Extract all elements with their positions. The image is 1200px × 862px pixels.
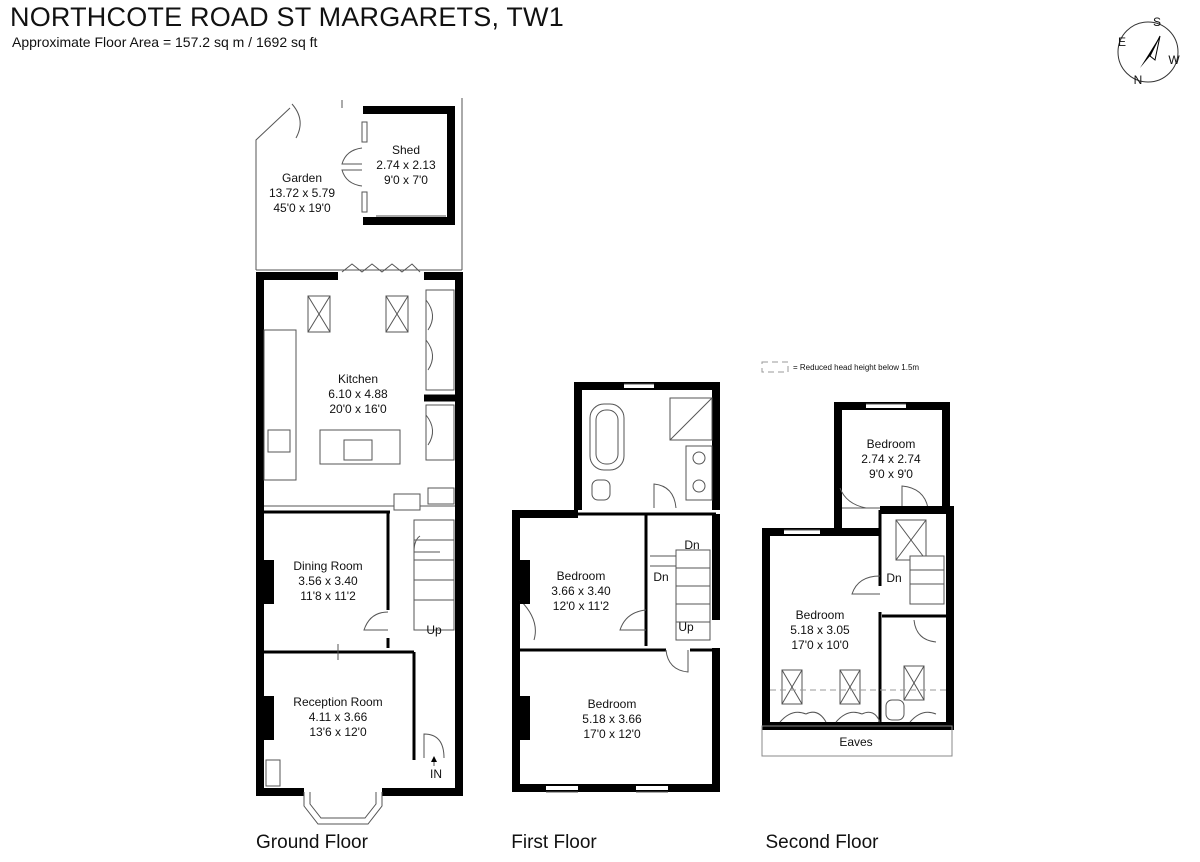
second-small-bedroom-imperial: 9'0 x 9'0 (869, 467, 913, 481)
first-stairs-up: Up (678, 620, 694, 634)
ground-east-wall (382, 272, 463, 796)
entrance-label: IN (430, 767, 442, 781)
shed-door (341, 147, 363, 165)
second-floor-plan: Bedroom 2.74 x 2.74 9'0 x 9'0 Bedroom 5.… (761, 402, 954, 853)
second-toilet-icon (885, 699, 905, 721)
ground-stairs-up-label: Up (426, 623, 442, 637)
ground-west-wall (256, 272, 338, 796)
front-door (423, 733, 445, 759)
second-large-bedroom-label: Bedroom (796, 608, 845, 622)
second-small-bedroom-label: Bedroom (867, 437, 916, 451)
first-bedroom-1-metric: 3.66 x 3.40 (551, 584, 611, 598)
shed-walls (363, 106, 455, 225)
second-floor-label: Second Floor (765, 832, 879, 853)
kitchen-label: Kitchen (338, 372, 378, 386)
compass-icon: S E W N (1117, 15, 1180, 87)
legend: = Reduced head height below 1.5m (761, 361, 919, 373)
first-stairs (675, 549, 711, 641)
ground-floor-plan: Garden 13.72 x 5.79 45'0 x 19'0 Shed 2.7… (255, 98, 463, 853)
garden-metric: 13.72 x 5.79 (269, 186, 335, 200)
compass-n: N (1134, 73, 1143, 87)
floor-area-subtitle: Approximate Floor Area = 157.2 sq m / 16… (12, 34, 318, 50)
garden-label: Garden (282, 171, 322, 185)
legend-swatch (761, 361, 789, 373)
reception-label: Reception Room (293, 695, 382, 709)
kitchen-metric: 6.10 x 4.88 (328, 387, 388, 401)
ground-stairs (413, 519, 455, 631)
legend-text: = Reduced head height below 1.5m (793, 363, 919, 372)
first-bedroom-1-imperial: 12'0 x 11'2 (553, 599, 610, 613)
second-large-bedroom-metric: 5.18 x 3.05 (790, 623, 850, 637)
shed-label: Shed (392, 143, 420, 157)
compass-s: S (1153, 15, 1161, 29)
page-title: NORTHCOTE ROAD ST MARGARETS, TW1 (10, 2, 564, 32)
eaves-label: Eaves (839, 735, 872, 749)
first-stairs-dn-top: Dn (684, 538, 699, 552)
reception-imperial: 13'6 x 12'0 (309, 725, 367, 739)
second-stairs-dn: Dn (886, 571, 901, 585)
bay-window (303, 792, 383, 825)
compass-e: E (1118, 35, 1126, 49)
first-floor-label: First Floor (511, 832, 597, 853)
first-floor-plan: Bedroom 3.66 x 3.40 12'0 x 11'2 Bedroom … (511, 382, 720, 853)
first-bedroom-1-label: Bedroom (557, 569, 606, 583)
kitchen-imperial: 20'0 x 16'0 (329, 402, 387, 416)
first-bedroom-2-metric: 5.18 x 3.66 (582, 712, 642, 726)
eaves-area (761, 725, 953, 757)
dining-imperial: 11'8 x 11'2 (300, 589, 356, 603)
compass-w: W (1168, 53, 1180, 67)
second-stairs (909, 555, 945, 605)
hob-icon (343, 439, 373, 461)
second-small-bedroom-metric: 2.74 x 2.74 (861, 452, 921, 466)
shed-imperial: 9'0 x 7'0 (384, 173, 428, 187)
toilet-icon (591, 479, 611, 501)
garden-boundary-left (255, 107, 291, 270)
bifold-doors (341, 263, 421, 273)
dining-metric: 3.56 x 3.40 (298, 574, 358, 588)
first-bedroom-2-label: Bedroom (588, 697, 637, 711)
reception-metric: 4.11 x 3.66 (309, 710, 368, 724)
first-bedroom-2-imperial: 17'0 x 12'0 (583, 727, 641, 741)
dining-label: Dining Room (293, 559, 362, 573)
kitchen-sink-icon (267, 429, 291, 453)
garden-imperial: 45'0 x 19'0 (273, 201, 331, 215)
first-stairs-dn-side: Dn (653, 570, 668, 584)
ground-floor-label: Ground Floor (256, 832, 369, 853)
kitchen-counter (263, 329, 297, 481)
ground-stair-top (393, 493, 421, 511)
second-large-bedroom-imperial: 17'0 x 10'0 (791, 638, 849, 652)
shed-metric: 2.74 x 2.13 (376, 158, 436, 172)
first-outer-wall (512, 510, 720, 792)
